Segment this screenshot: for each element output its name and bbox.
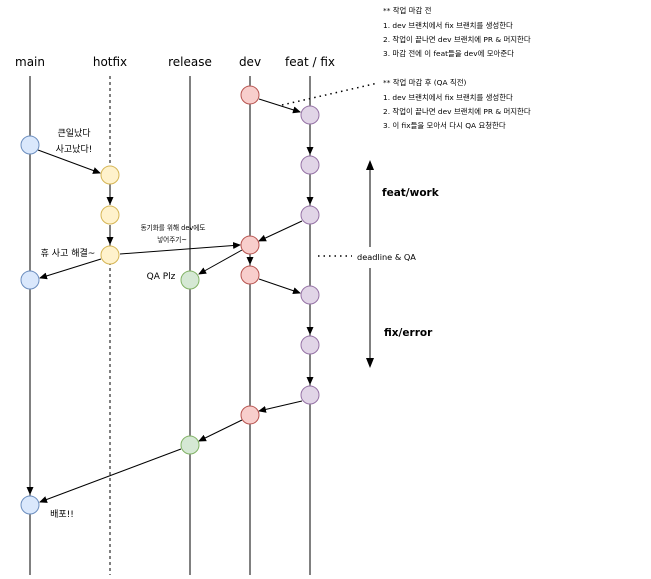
fix-commit-node	[300, 385, 320, 405]
dev-commit-node	[240, 265, 260, 285]
lane-label-release: release	[168, 55, 212, 69]
note-after-title: ** 작업 마감 후 (QA 직전)	[383, 78, 466, 87]
fix-commit-node	[300, 335, 320, 355]
annotation-big-trouble: 사고났다!	[56, 144, 93, 155]
arrow-fix-to-dev-merge	[258, 400, 303, 413]
annotation-sync-to-dev: 동기화를 위해 dev에도	[141, 223, 206, 232]
note-before-title: ** 작업 마감 전	[383, 6, 432, 15]
notes-before-deadline: ** 작업 마감 전 1. dev 브랜치에서 fix 브랜치를 생성한다 2.…	[383, 6, 531, 58]
arrow-feat-to-dev-merge	[258, 220, 303, 242]
annotation-big-trouble: 큰일났다	[57, 128, 91, 139]
note-after-step: 1. dev 브랜치에서 fix 브랜치를 생성한다	[383, 93, 513, 102]
lane-label-feat-fix: feat / fix	[285, 55, 335, 69]
annotation-sync-to-dev: 넣어주기~	[157, 235, 187, 244]
annotation-deadline-qa: deadline & QA	[357, 252, 416, 262]
note-after-step: 3. 이 fix들을 모아서 다시 QA 요청한다	[383, 121, 506, 130]
feat-work-phase-arrowhead-top	[366, 160, 374, 170]
note-before-step: 2. 작업이 끝나면 dev 브랜치에 PR & 머지한다	[383, 35, 531, 44]
dev-commit-node	[240, 235, 260, 255]
annotation-resolved: 휴 사고 해결~	[41, 248, 96, 259]
main-commits	[20, 135, 40, 515]
note-before-step: 3. 마감 전에 이 feat들을 dev에 모아준다	[383, 49, 514, 58]
annotation-qa-plz: QA Plz	[147, 272, 176, 282]
flow-arrows	[26, 98, 314, 503]
arrow-hotfix-to-dev	[119, 242, 241, 255]
note-before-step: 1. dev 브랜치에서 fix 브랜치를 생성한다	[383, 21, 513, 30]
dev-commit-node	[240, 85, 260, 105]
lane-label-dev: dev	[239, 55, 261, 69]
arrow-dev-to-release	[198, 249, 243, 275]
feat-commit-node	[300, 105, 320, 125]
phase-label-fix-error: fix/error	[384, 327, 433, 339]
release-commit-node	[180, 435, 200, 455]
fix-error-phase-arrowhead-bottom	[366, 358, 374, 368]
arrow-dev-to-fix	[258, 278, 301, 295]
main-commit-node	[20, 270, 40, 290]
release-commits	[180, 270, 200, 455]
lane-label-hotfix: hotfix	[93, 55, 127, 69]
feat-commit-node	[300, 205, 320, 225]
annotation-deploy: 배포!!	[50, 509, 74, 520]
dotted-pointer-to-notes	[281, 82, 379, 106]
dev-commit-node	[240, 405, 260, 425]
phase-label-feat-work: feat/work	[382, 187, 440, 199]
main-commit-node	[20, 495, 40, 515]
arrow-release-to-main	[39, 448, 182, 503]
hotfix-commits	[100, 165, 120, 265]
arrow-main-to-hotfix	[37, 149, 101, 174]
feat-fix-commits	[300, 105, 320, 405]
fix-commit-node	[300, 285, 320, 305]
dev-commits	[240, 85, 260, 425]
arrow-dev-to-feat	[258, 98, 301, 114]
hotfix-commit-node	[100, 245, 120, 265]
arrow-hotfix-to-main	[39, 258, 102, 280]
main-commit-node	[20, 135, 40, 155]
feat-commit-node	[300, 155, 320, 175]
arrow-dev-to-release-final	[198, 419, 243, 442]
release-commit-node	[180, 270, 200, 290]
notes-after-deadline: ** 작업 마감 후 (QA 직전) 1. dev 브랜치에서 fix 브랜치를…	[383, 78, 531, 130]
lane-label-main: main	[15, 55, 45, 69]
note-after-step: 2. 작업이 끝나면 dev 브랜치에 PR & 머지한다	[383, 107, 531, 116]
hotfix-commit-node	[100, 205, 120, 225]
hotfix-commit-node	[100, 165, 120, 185]
